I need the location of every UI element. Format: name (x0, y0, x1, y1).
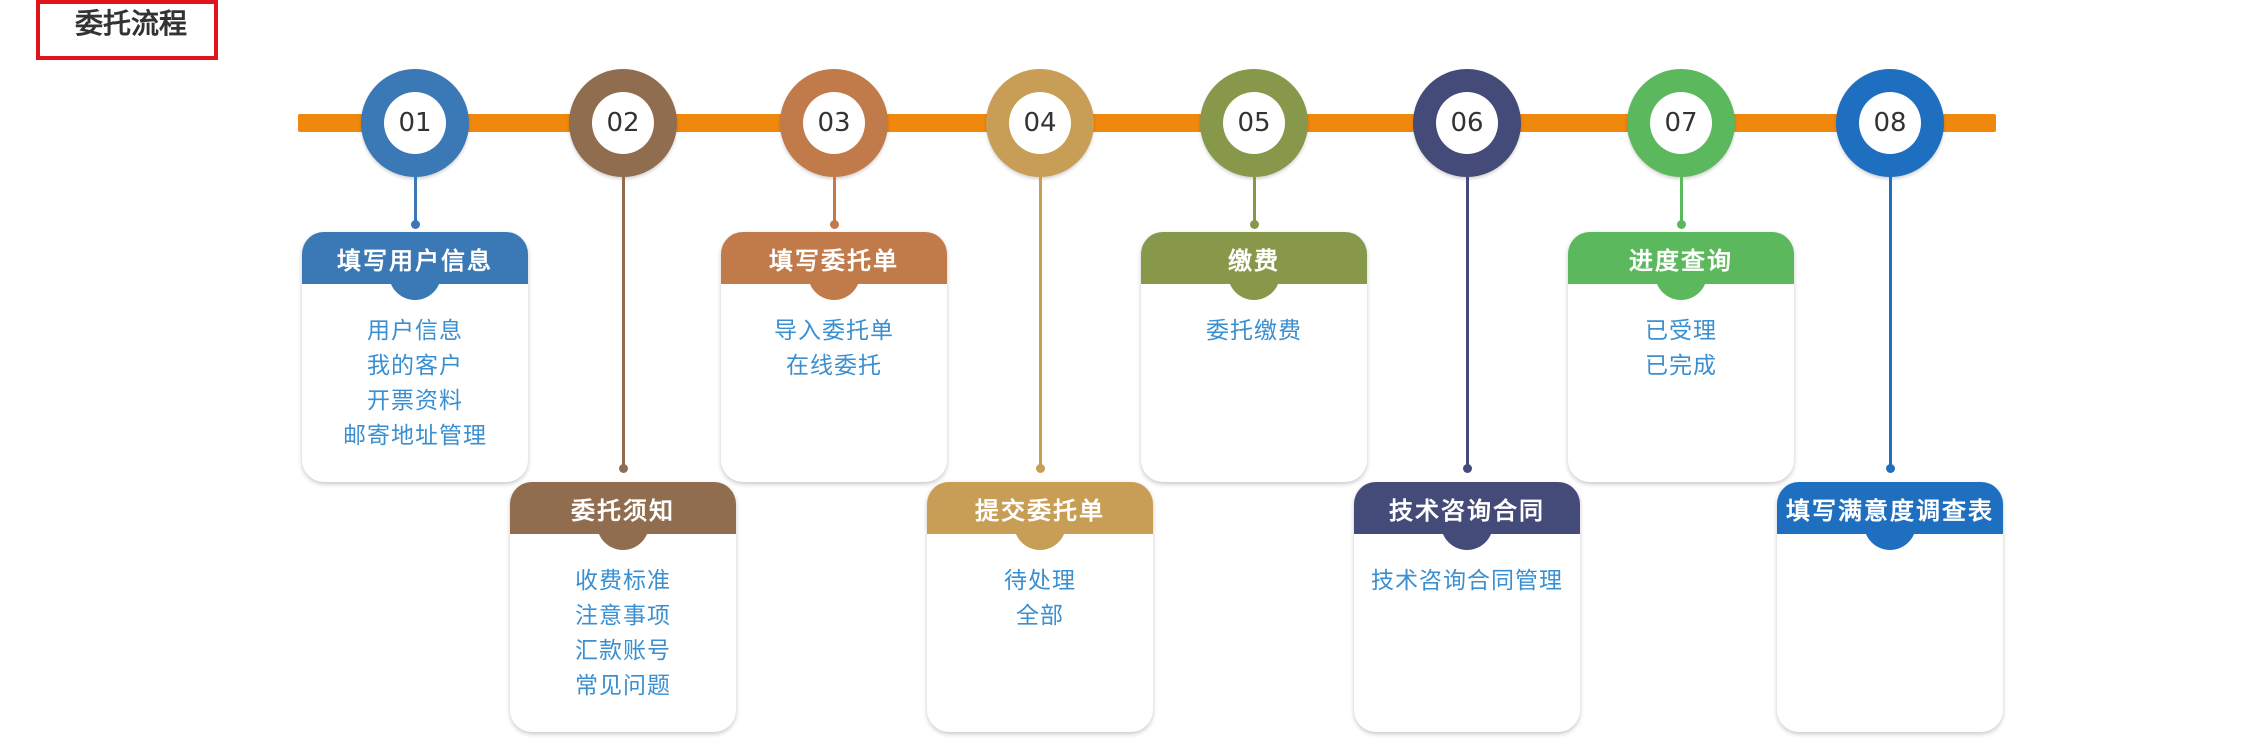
step-card-07: 进度查询已受理已完成 (1568, 232, 1794, 482)
step-link[interactable]: 用户信息 (367, 318, 463, 344)
step-card-tab (389, 260, 441, 300)
step-card-tab (1655, 260, 1707, 300)
step-link[interactable]: 我的客户 (367, 353, 463, 379)
step-node-06: 06 (1413, 69, 1521, 177)
connector-dot (1250, 220, 1259, 229)
step-card-header: 提交委托单 (927, 482, 1153, 550)
connector-dot (1036, 464, 1045, 473)
step-link[interactable]: 汇款账号 (575, 638, 671, 664)
step-link[interactable]: 收费标准 (575, 568, 671, 594)
step-card-tab (597, 510, 649, 550)
step-connector (1680, 177, 1683, 224)
step-title: 委托须知 (571, 496, 675, 525)
step-card-tab (1228, 260, 1280, 300)
step-link[interactable]: 已受理 (1645, 318, 1717, 344)
connector-dot (619, 464, 628, 473)
step-link-list: 收费标准注意事项汇款账号常见问题 (510, 534, 736, 704)
step-card-08: 填写满意度调查表 (1777, 482, 2003, 732)
step-link[interactable]: 委托缴费 (1206, 318, 1302, 344)
step-link[interactable]: 注意事项 (575, 603, 671, 629)
page-title-box (36, 0, 218, 60)
step-node-03: 03 (780, 69, 888, 177)
step-card-header: 进度查询 (1568, 232, 1794, 300)
step-connector (833, 177, 836, 224)
step-node-01: 01 (361, 69, 469, 177)
step-card-header: 填写委托单 (721, 232, 947, 300)
step-number: 06 (1436, 92, 1498, 154)
step-link-list: 导入委托单在线委托 (721, 284, 947, 384)
step-card-header: 委托须知 (510, 482, 736, 550)
step-number: 01 (384, 92, 446, 154)
connector-dot (1677, 220, 1686, 229)
step-node-08: 08 (1836, 69, 1944, 177)
step-link-list: 已受理已完成 (1568, 284, 1794, 384)
step-card-05: 缴费委托缴费 (1141, 232, 1367, 482)
step-node-07: 07 (1627, 69, 1735, 177)
connector-dot (830, 220, 839, 229)
step-connector (1889, 177, 1892, 468)
step-connector (1466, 177, 1469, 468)
step-link[interactable]: 技术咨询合同管理 (1371, 568, 1563, 594)
step-link-list: 技术咨询合同管理 (1354, 534, 1580, 599)
step-card-header: 技术咨询合同 (1354, 482, 1580, 550)
step-link[interactable]: 导入委托单 (774, 318, 894, 344)
connector-dot (411, 220, 420, 229)
step-number: 02 (592, 92, 654, 154)
step-connector (1039, 177, 1042, 468)
step-card-header: 填写满意度调查表 (1777, 482, 2003, 550)
step-card-04: 提交委托单待处理全部 (927, 482, 1153, 732)
connector-dot (1463, 464, 1472, 473)
step-number: 03 (803, 92, 865, 154)
step-card-06: 技术咨询合同技术咨询合同管理 (1354, 482, 1580, 732)
process-track (298, 114, 1996, 132)
step-number: 07 (1650, 92, 1712, 154)
step-title: 填写委托单 (769, 246, 899, 275)
step-card-tab (1014, 510, 1066, 550)
step-link-list: 用户信息我的客户开票资料邮寄地址管理 (302, 284, 528, 454)
connector-dot (1886, 464, 1895, 473)
page-title: 委托流程 (75, 7, 188, 40)
step-title: 提交委托单 (975, 496, 1105, 525)
step-link[interactable]: 全部 (1016, 603, 1064, 629)
step-card-02: 委托须知收费标准注意事项汇款账号常见问题 (510, 482, 736, 732)
step-link[interactable]: 已完成 (1645, 353, 1717, 379)
step-number: 08 (1859, 92, 1921, 154)
step-number: 05 (1223, 92, 1285, 154)
step-number: 04 (1009, 92, 1071, 154)
step-title: 填写用户信息 (337, 246, 493, 275)
step-card-header: 填写用户信息 (302, 232, 528, 300)
step-node-02: 02 (569, 69, 677, 177)
step-link[interactable]: 常见问题 (575, 673, 671, 699)
step-title: 填写满意度调查表 (1786, 496, 1994, 525)
step-card-tab (1864, 510, 1916, 550)
step-node-05: 05 (1200, 69, 1308, 177)
step-card-tab (808, 260, 860, 300)
step-connector (622, 177, 625, 468)
step-card-01: 填写用户信息用户信息我的客户开票资料邮寄地址管理 (302, 232, 528, 482)
step-title: 技术咨询合同 (1389, 496, 1545, 525)
step-link[interactable]: 邮寄地址管理 (343, 423, 487, 449)
step-connector (1253, 177, 1256, 224)
step-title: 缴费 (1228, 246, 1280, 275)
step-title: 进度查询 (1629, 246, 1733, 275)
step-connector (414, 177, 417, 224)
step-link-list: 待处理全部 (927, 534, 1153, 634)
step-link[interactable]: 待处理 (1004, 568, 1076, 594)
step-link[interactable]: 在线委托 (786, 353, 882, 379)
step-card-header: 缴费 (1141, 232, 1367, 300)
step-node-04: 04 (986, 69, 1094, 177)
step-link[interactable]: 开票资料 (367, 388, 463, 414)
step-link-list: 委托缴费 (1141, 284, 1367, 349)
step-card-tab (1441, 510, 1493, 550)
step-card-03: 填写委托单导入委托单在线委托 (721, 232, 947, 482)
